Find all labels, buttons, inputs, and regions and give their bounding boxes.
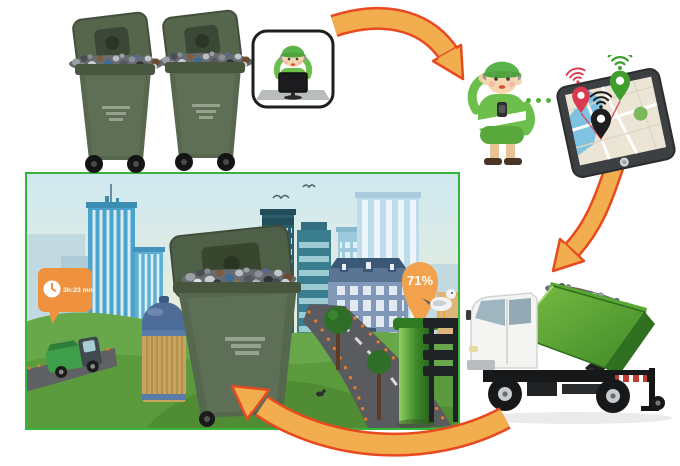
rear-stabilizer <box>641 368 665 411</box>
bin-label-marks <box>225 337 265 355</box>
wifi-icon-green <box>607 55 633 72</box>
smart-bin-2 <box>159 9 253 171</box>
clock-icon <box>43 280 61 298</box>
chest-radio <box>497 102 507 117</box>
slat-bench <box>423 318 460 422</box>
fill-level-balloon: 71% <box>402 262 438 330</box>
city-illustration: 3h:23 mn <box>25 172 460 430</box>
arrow-tablet-to-truck <box>551 158 626 273</box>
waste-worker-mascot <box>467 61 535 165</box>
seagull <box>422 289 460 319</box>
route-tablet <box>556 55 676 178</box>
tipping-container <box>511 277 655 378</box>
operator-app-icon <box>251 29 335 109</box>
tree <box>367 350 391 420</box>
mini-garbage-truck <box>45 336 102 378</box>
fill-level-label: 71% <box>407 273 433 288</box>
ground-bird <box>316 389 326 397</box>
travel-time-bubble: 3h:23 mn <box>38 268 93 324</box>
arrow-app-to-worker <box>330 7 465 81</box>
illustration-frame <box>25 172 460 430</box>
ellipsis-dots-icon <box>526 98 551 103</box>
collection-truck <box>466 277 673 424</box>
route-line <box>580 100 621 141</box>
monitor-icon <box>278 72 308 100</box>
truck-cab <box>466 292 538 370</box>
chassis <box>483 370 653 382</box>
flow-arrows-top <box>330 7 626 273</box>
arrow-truck-to-city <box>230 384 511 457</box>
travel-time-label: 3h:23 mn <box>63 287 93 294</box>
flow-arrow-bottom <box>230 384 511 457</box>
tree <box>324 306 352 370</box>
wicker-bin <box>142 296 186 402</box>
rear-bumper <box>615 375 647 382</box>
smart-bin-1 <box>69 11 163 173</box>
sky-birds <box>272 184 316 200</box>
